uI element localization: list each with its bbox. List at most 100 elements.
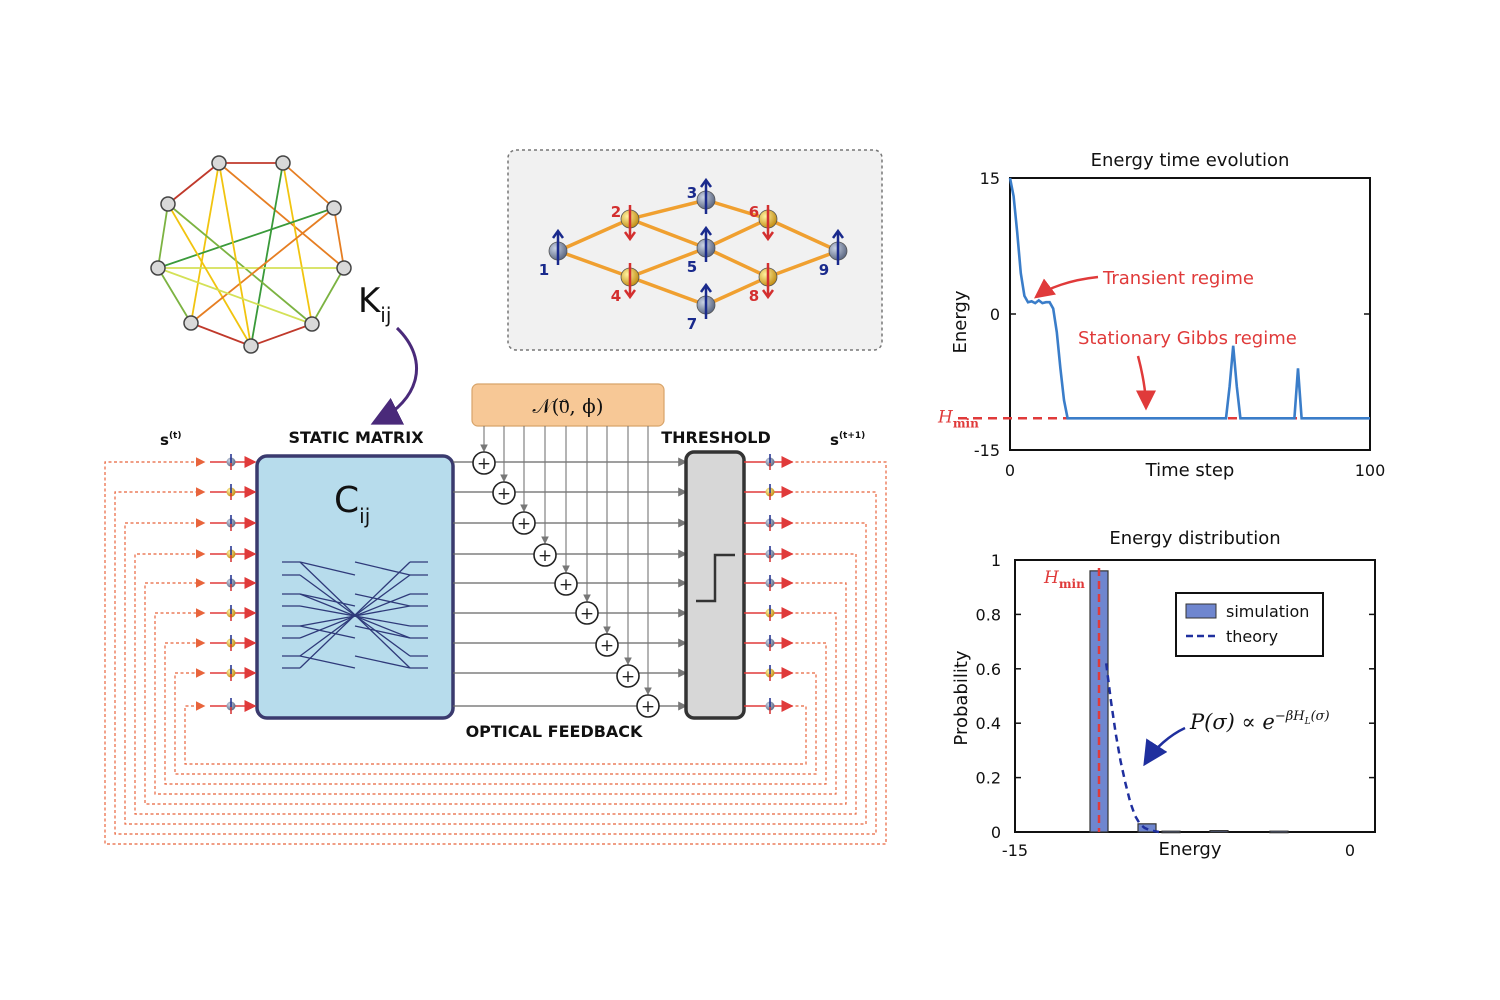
lattice-bond (767, 249, 839, 279)
output-spins (744, 454, 794, 714)
graph-edge (250, 323, 313, 347)
input-spin-label: s(t) (160, 431, 181, 449)
adder-plus: + (517, 514, 531, 534)
lattice-bond (629, 198, 707, 221)
mesh-waveguide (299, 625, 356, 639)
adder-circle (554, 572, 578, 596)
spin-number: 7 (687, 315, 697, 333)
optical-feedback-loops (104, 457, 887, 845)
chart1-ytick-label: 15 (980, 169, 1000, 188)
lattice-bond (767, 217, 839, 253)
chart1-frame (1009, 177, 1371, 451)
lattice-bond (629, 275, 707, 307)
spin-number: 4 (611, 287, 621, 305)
chart2-ytick-label: 1 (991, 551, 1001, 570)
adder-plus: + (580, 604, 594, 624)
adder-circle (472, 451, 496, 475)
chart1-ytick-label: 0 (990, 305, 1000, 324)
adder-plus: + (538, 546, 552, 566)
chart1-ylabel: Energy (950, 290, 971, 353)
lattice-bond (705, 246, 769, 279)
chart1-xtick-label: 0 (1005, 461, 1015, 480)
coupling-to-matrix-arrow (370, 326, 419, 425)
adder-circle (533, 543, 557, 567)
graph-edge (333, 207, 345, 269)
chart2-xlabel: Energy (1158, 839, 1221, 860)
chart1-xtick-label: 100 (1355, 461, 1386, 480)
feedback-loop (184, 701, 807, 765)
graph-edge (190, 162, 220, 324)
graph-edge (282, 162, 313, 325)
output-spin-label: s(t+1) (830, 431, 865, 449)
graph-edge (282, 162, 335, 209)
adder-circle (595, 633, 619, 657)
chart2-ytick-label: 0.6 (976, 660, 1001, 679)
spin-number: 5 (687, 258, 697, 276)
noise-label: 𝒩(0⃗, ϕ) (532, 394, 603, 418)
coupling-graph (150, 155, 352, 354)
mesh-waveguide (299, 561, 356, 576)
lattice-panel (507, 149, 883, 351)
chart1-title: Energy time evolution (1091, 150, 1290, 171)
mesh-waveguide (354, 625, 411, 639)
adder-plus: + (641, 697, 655, 717)
feedback-loop (164, 638, 827, 785)
lattice-bond (705, 275, 769, 307)
chart2-ylabel: Probability (951, 650, 972, 745)
spin-up-head (551, 228, 565, 239)
ising-machine-circuit: s(t) s(t+1) STATIC MATRIX Cij 𝒩(0⃗, ϕ) +… (104, 383, 887, 845)
spin-up-head (699, 225, 713, 236)
spin-number: 1 (539, 261, 549, 279)
boltzmann-formula: P(σ) ∝ e−βHL(σ) (1189, 709, 1330, 734)
input-spins (210, 454, 257, 714)
mesh-waveguide (354, 561, 411, 576)
adder-plus: + (600, 636, 614, 656)
spin-number: 2 (611, 203, 621, 221)
feedback-loop (174, 668, 817, 775)
graph-edge (218, 162, 252, 347)
matrix-label: Cij (334, 480, 370, 528)
simulation-bar (1161, 830, 1181, 834)
chart2-theory-curve (1104, 663, 1160, 834)
chart2-legend: simulation theory (1175, 592, 1324, 657)
spin-number: 8 (749, 287, 759, 305)
spin-down-head (623, 289, 637, 300)
spin-down-head (623, 231, 637, 242)
static-matrix-title: STATIC MATRIX (288, 428, 424, 447)
graph-edge (190, 322, 252, 347)
lattice-bond (557, 249, 631, 279)
graph-node (304, 316, 320, 332)
graph-edge (157, 267, 192, 324)
simulation-bar (1209, 830, 1229, 833)
coupling-label: Kij (358, 281, 391, 327)
spin-down-head (761, 289, 775, 300)
optical-feedback-title: OPTICAL FEEDBACK (466, 722, 643, 741)
feedback-loop (134, 549, 857, 815)
graph-node (326, 200, 342, 216)
spin-down-head (761, 231, 775, 242)
feedback-loop (104, 457, 887, 845)
chart2-xtick-label: -15 (1002, 841, 1028, 860)
chart2-xtick-label: 0 (1345, 841, 1355, 860)
noise-source-box (471, 383, 665, 427)
mesh-waveguide (354, 593, 411, 607)
lattice-bond (629, 217, 707, 250)
graph-edge (311, 267, 345, 325)
feedback-loop (124, 518, 867, 825)
chart1-energy-series (1008, 177, 1370, 420)
legend-simulation-swatch (1185, 603, 1217, 619)
chart2-hmin-label: Hmin (1043, 568, 1085, 591)
spin-number: 3 (687, 184, 697, 202)
graph-node (211, 155, 227, 171)
spin-up-head (699, 282, 713, 293)
static-matrix-block (255, 454, 455, 720)
spin-number: 9 (819, 261, 829, 279)
noise-lines (480, 426, 652, 696)
gibbs-regime-annotation: Stationary Gibbs regime (1078, 328, 1297, 349)
adder-plus: + (559, 575, 573, 595)
